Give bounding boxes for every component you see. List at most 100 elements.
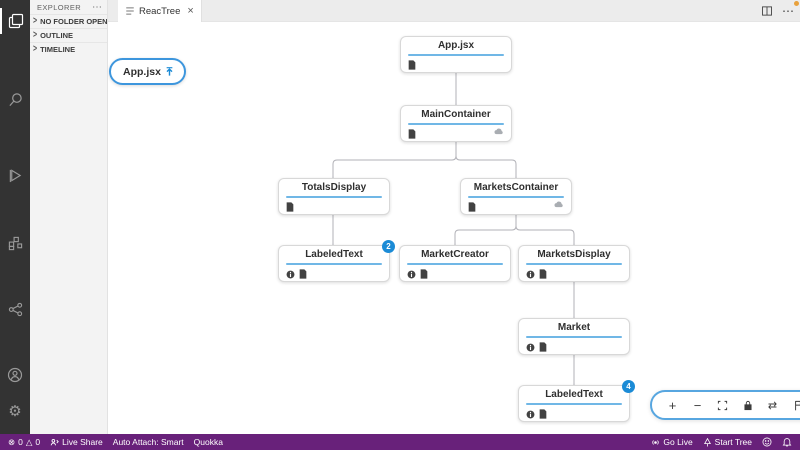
node-title: LabeledText <box>545 389 603 400</box>
status-bar: ⊗ 0 △ 0 Live Share Auto Attach: Smart Qu… <box>0 434 800 450</box>
node-title: TotalsDisplay <box>301 182 367 193</box>
editor-area: ReacTree × ⋯ <box>108 0 800 434</box>
lock-icon[interactable] <box>735 393 760 417</box>
more-actions-icon[interactable]: ⋯ <box>782 4 794 18</box>
tree-node-app-jsx[interactable]: App.jsx <box>400 36 512 73</box>
node-underline <box>408 54 504 56</box>
node-title: MainContainer <box>421 109 491 120</box>
go-live-button[interactable]: Go Live <box>651 437 693 447</box>
run-debug-icon[interactable] <box>0 162 30 188</box>
notification-dot <box>794 1 799 6</box>
problems-status[interactable]: ⊗ 0 △ 0 <box>8 437 40 448</box>
node-title: MarketsContainer <box>473 182 559 193</box>
broadcast-icon <box>652 439 660 445</box>
quokka-status[interactable]: Quokka <box>193 437 223 447</box>
section-label: OUTLINE <box>40 31 74 40</box>
chevron-right-icon: > <box>33 44 38 55</box>
node-underline <box>468 196 564 198</box>
tree-node-maincontainer[interactable]: MainContainer <box>400 105 512 142</box>
node-underline <box>408 123 504 125</box>
count-badge: 4 <box>622 380 635 393</box>
tree-node-marketscontainer[interactable]: MarketsContainer <box>460 178 572 215</box>
live-share-status[interactable]: Live Share <box>50 437 103 447</box>
tree-node-market[interactable]: Market <box>518 318 630 355</box>
chevron-right-icon: > <box>33 30 38 41</box>
tree-edges <box>332 73 575 385</box>
section-label: TIMELINE <box>40 45 76 54</box>
cloud-icon <box>494 128 503 135</box>
node-underline <box>286 263 382 265</box>
file-icon <box>299 269 307 279</box>
info-icon <box>407 270 416 278</box>
explorer-icon[interactable] <box>0 8 30 34</box>
reactree-canvas[interactable]: App.jsx MainContainer TotalsDisplay <box>108 22 800 434</box>
flag-icon[interactable] <box>785 393 800 417</box>
node-title: MarketCreator <box>421 249 489 260</box>
reactree-icon[interactable] <box>0 296 30 322</box>
live-share-icon <box>50 438 59 445</box>
tree-node-labeledtext[interactable]: 2 LabeledText <box>278 240 395 282</box>
fit-view-icon[interactable] <box>710 393 735 417</box>
node-title: App.jsx <box>437 40 475 51</box>
node-underline <box>526 403 622 405</box>
file-icon <box>286 202 294 212</box>
file-icon <box>408 60 416 70</box>
node-underline <box>286 196 382 198</box>
auto-attach-status[interactable]: Auto Attach: Smart <box>112 437 184 447</box>
tab-reactree[interactable]: ReacTree × <box>118 0 202 22</box>
node-underline <box>526 336 622 338</box>
sidebar-item-timeline[interactable]: > TIMELINE <box>30 42 107 56</box>
account-icon[interactable] <box>0 362 30 388</box>
reactree-tab-icon <box>126 7 134 15</box>
warning-count: 0 <box>35 437 41 447</box>
search-icon[interactable] <box>0 86 30 112</box>
settings-gear-icon[interactable]: ⚙ <box>8 403 22 420</box>
start-tree-button[interactable]: Start Tree <box>703 437 752 447</box>
notifications-bell-icon[interactable] <box>782 437 792 447</box>
node-title: Market <box>557 322 591 333</box>
node-underline <box>526 263 622 265</box>
tree-node-totalsdisplay[interactable]: TotalsDisplay <box>278 178 390 215</box>
file-icon <box>408 129 416 139</box>
sidebar-title: EXPLORER <box>37 3 82 12</box>
tree-icon <box>703 437 711 446</box>
tab-label: ReacTree <box>139 5 181 17</box>
info-icon <box>526 270 535 278</box>
feedback-smiley-icon[interactable] <box>762 437 772 447</box>
floating-node-app-jsx[interactable]: App.jsx <box>109 58 186 85</box>
tree-node-labeledtext[interactable]: 4 LabeledText <box>518 380 635 422</box>
more-actions-icon[interactable]: ⋯ <box>92 1 102 13</box>
count-badge: 2 <box>382 240 395 253</box>
tree-node-marketsdisplay[interactable]: MarketsDisplay <box>518 245 630 282</box>
info-icon <box>526 343 535 351</box>
cloud-icon <box>554 201 563 208</box>
node-title: MarketsDisplay <box>537 249 611 260</box>
close-icon[interactable]: × <box>187 5 194 17</box>
split-editor-icon[interactable] <box>761 5 773 17</box>
explorer-sidebar: EXPLORER ⋯ > NO FOLDER OPENED > OUTLINE … <box>30 0 108 434</box>
info-icon <box>526 410 535 418</box>
section-label: NO FOLDER OPENED <box>40 17 107 26</box>
node-title: LabeledText <box>305 249 363 260</box>
chevron-right-icon: > <box>33 16 38 27</box>
warning-icon: △ <box>25 436 33 447</box>
zoom-in-icon[interactable]: + <box>668 397 677 413</box>
tree-node-marketcreator[interactable]: MarketCreator <box>399 245 511 282</box>
zoom-out-icon[interactable]: − <box>693 397 702 413</box>
file-icon <box>539 342 547 352</box>
info-icon <box>286 270 295 278</box>
file-icon <box>468 202 476 212</box>
sidebar-item-no-folder-opened[interactable]: > NO FOLDER OPENED <box>30 14 107 28</box>
error-icon: ⊗ <box>8 436 16 447</box>
node-underline <box>407 263 503 265</box>
sidebar-item-outline[interactable]: > OUTLINE <box>30 28 107 42</box>
extensions-icon[interactable] <box>0 230 30 256</box>
floating-node-label: App.jsx <box>123 65 161 78</box>
file-icon <box>539 269 547 279</box>
error-count: 0 <box>18 437 23 447</box>
file-icon <box>420 269 428 279</box>
tab-bar: ReacTree × ⋯ <box>108 0 800 22</box>
swap-direction-icon[interactable]: ⇄ <box>767 399 778 412</box>
flow-toolbar: + − ⇄ <box>650 390 800 420</box>
